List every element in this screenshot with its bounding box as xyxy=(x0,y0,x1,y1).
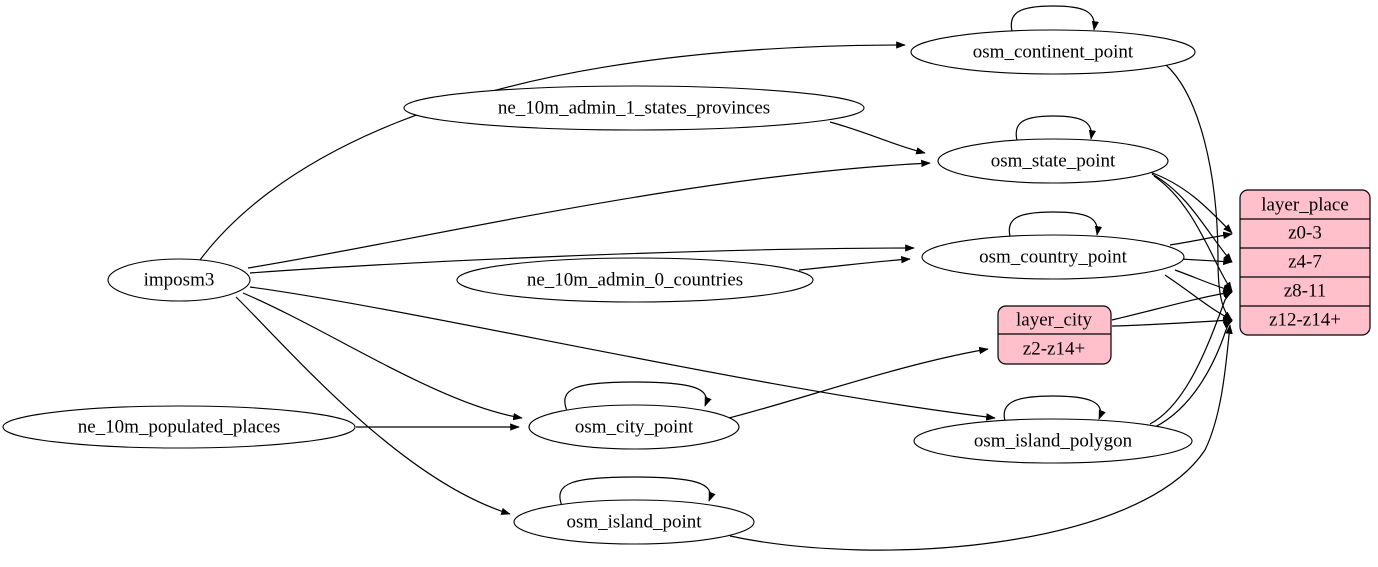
record-layer_city-outline xyxy=(997,305,1112,365)
edge-ne_10m_admin_0_countries-to-osm_country_point xyxy=(798,255,911,271)
node-osm_country_point[interactable]: osm_country_point xyxy=(921,234,1185,280)
node-label-ne_10m_admin_0_countries: ne_10m_admin_0_countries xyxy=(527,269,743,290)
nodes-layer: imposm3 ne_10m_populated_places ne_10m_a… xyxy=(2,29,1196,545)
node-label-osm_state_point: osm_state_point xyxy=(991,150,1116,171)
edge-osm_city_point-to-layer_city xyxy=(728,346,989,419)
record-layer_city[interactable]: layer_city z2-z14+ xyxy=(997,305,1112,365)
edges-layer xyxy=(199,5,1233,551)
edge-osm_country_point-to-layer_place-z4-7 xyxy=(1179,257,1233,266)
record-layer_place[interactable]: layer_place z0-3 z4-7 z8-11 z12-z14+ xyxy=(1239,189,1371,336)
edge-imposm3-to-osm_continent_point xyxy=(199,41,906,261)
edge-selfloop-osm_city_point xyxy=(564,381,712,412)
record-layer_city-row-z2-z14[interactable]: z2-z14+ xyxy=(1023,338,1085,359)
node-label-osm_country_point: osm_country_point xyxy=(979,246,1127,267)
edge-osm_island_point-to-layer_place-z12 xyxy=(729,324,1233,551)
edge-selfloop-osm_state_point xyxy=(1015,115,1097,145)
node-ne_10m_admin_0_countries[interactable]: ne_10m_admin_0_countries xyxy=(456,257,814,303)
edge-selfloop-osm_island_point xyxy=(559,476,716,507)
edge-osm_state_point-to-layer_place-z4-7 xyxy=(1151,173,1233,263)
record-layer_place-row-z4-7[interactable]: z4-7 xyxy=(1288,251,1322,272)
edge-layer_city-to-layer_place-z8-11 xyxy=(1111,289,1233,321)
edge-imposm3-to-osm_island_polygon xyxy=(249,286,996,421)
record-layer_place-title: layer_place xyxy=(1261,194,1349,215)
edge-osm_country_point-to-layer_place-z12 xyxy=(1164,274,1233,321)
edge-selfloop-osm_country_point xyxy=(1008,211,1103,241)
edge-imposm3-to-osm_country_point xyxy=(249,244,915,274)
node-label-ne_10m_admin_1_states_provinces: ne_10m_admin_1_states_provinces xyxy=(498,97,770,118)
node-label-osm_island_point: osm_island_point xyxy=(566,511,702,532)
node-label-imposm3: imposm3 xyxy=(144,269,215,290)
node-ne_10m_populated_places[interactable]: ne_10m_populated_places xyxy=(2,405,356,449)
node-imposm3[interactable]: imposm3 xyxy=(107,258,251,302)
node-osm_city_point[interactable]: osm_city_point xyxy=(528,404,740,450)
record-layer_place-row-z8-11[interactable]: z8-11 xyxy=(1284,280,1327,301)
node-osm_state_point[interactable]: osm_state_point xyxy=(937,138,1169,184)
edge-layer_city-to-layer_place-z12 xyxy=(1111,316,1233,327)
edge-osm_country_point-to-layer_place-z0-3 xyxy=(1169,231,1233,246)
record-layer_place-row-z12-z14[interactable]: z12-z14+ xyxy=(1269,309,1341,330)
node-label-osm_city_point: osm_city_point xyxy=(575,416,694,437)
edge-osm_state_point-to-layer_place-z8-11 xyxy=(1153,175,1233,292)
records-layer: layer_city z2-z14+ layer_place z0-3 z4-7… xyxy=(997,189,1371,365)
edge-selfloop-osm_island_polygon xyxy=(1003,395,1106,425)
node-osm_island_point[interactable]: osm_island_point xyxy=(513,499,755,545)
edge-osm_state_point-to-layer_place-z0-3 xyxy=(1149,171,1233,234)
edge-ne_10m_admin_1_states_provinces-to-osm_state_point xyxy=(829,121,926,155)
record-layer_place-row-z0-3[interactable]: z0-3 xyxy=(1288,222,1322,243)
record-layer_place-outline xyxy=(1239,189,1371,336)
node-label-osm_continent_point: osm_continent_point xyxy=(973,41,1134,62)
edge-imposm3-to-osm_state_point xyxy=(247,159,931,269)
edge-selfloop-osm_continent_point xyxy=(1010,5,1100,36)
edge-osm_country_point-to-layer_place-z8-11 xyxy=(1174,269,1233,292)
node-label-ne_10m_populated_places: ne_10m_populated_places xyxy=(78,416,281,437)
node-ne_10m_admin_1_states_provinces[interactable]: ne_10m_admin_1_states_provinces xyxy=(403,85,865,131)
edge-osm_island_polygon-to-layer_place-z8-11 xyxy=(1149,291,1233,425)
edge-imposm3-to-osm_island_point xyxy=(235,296,511,515)
edge-osm_island_polygon-to-layer_place-z12 xyxy=(1154,320,1233,428)
node-osm_island_polygon[interactable]: osm_island_polygon xyxy=(913,418,1193,464)
node-label-osm_island_polygon: osm_island_polygon xyxy=(974,430,1133,451)
edge-imposm3-to-osm_city_point xyxy=(242,292,523,421)
node-osm_continent_point[interactable]: osm_continent_point xyxy=(910,29,1196,75)
edge-osm_continent_point-to-layer_place-z12 xyxy=(1164,63,1233,321)
record-layer_city-title: layer_city xyxy=(1016,309,1092,330)
